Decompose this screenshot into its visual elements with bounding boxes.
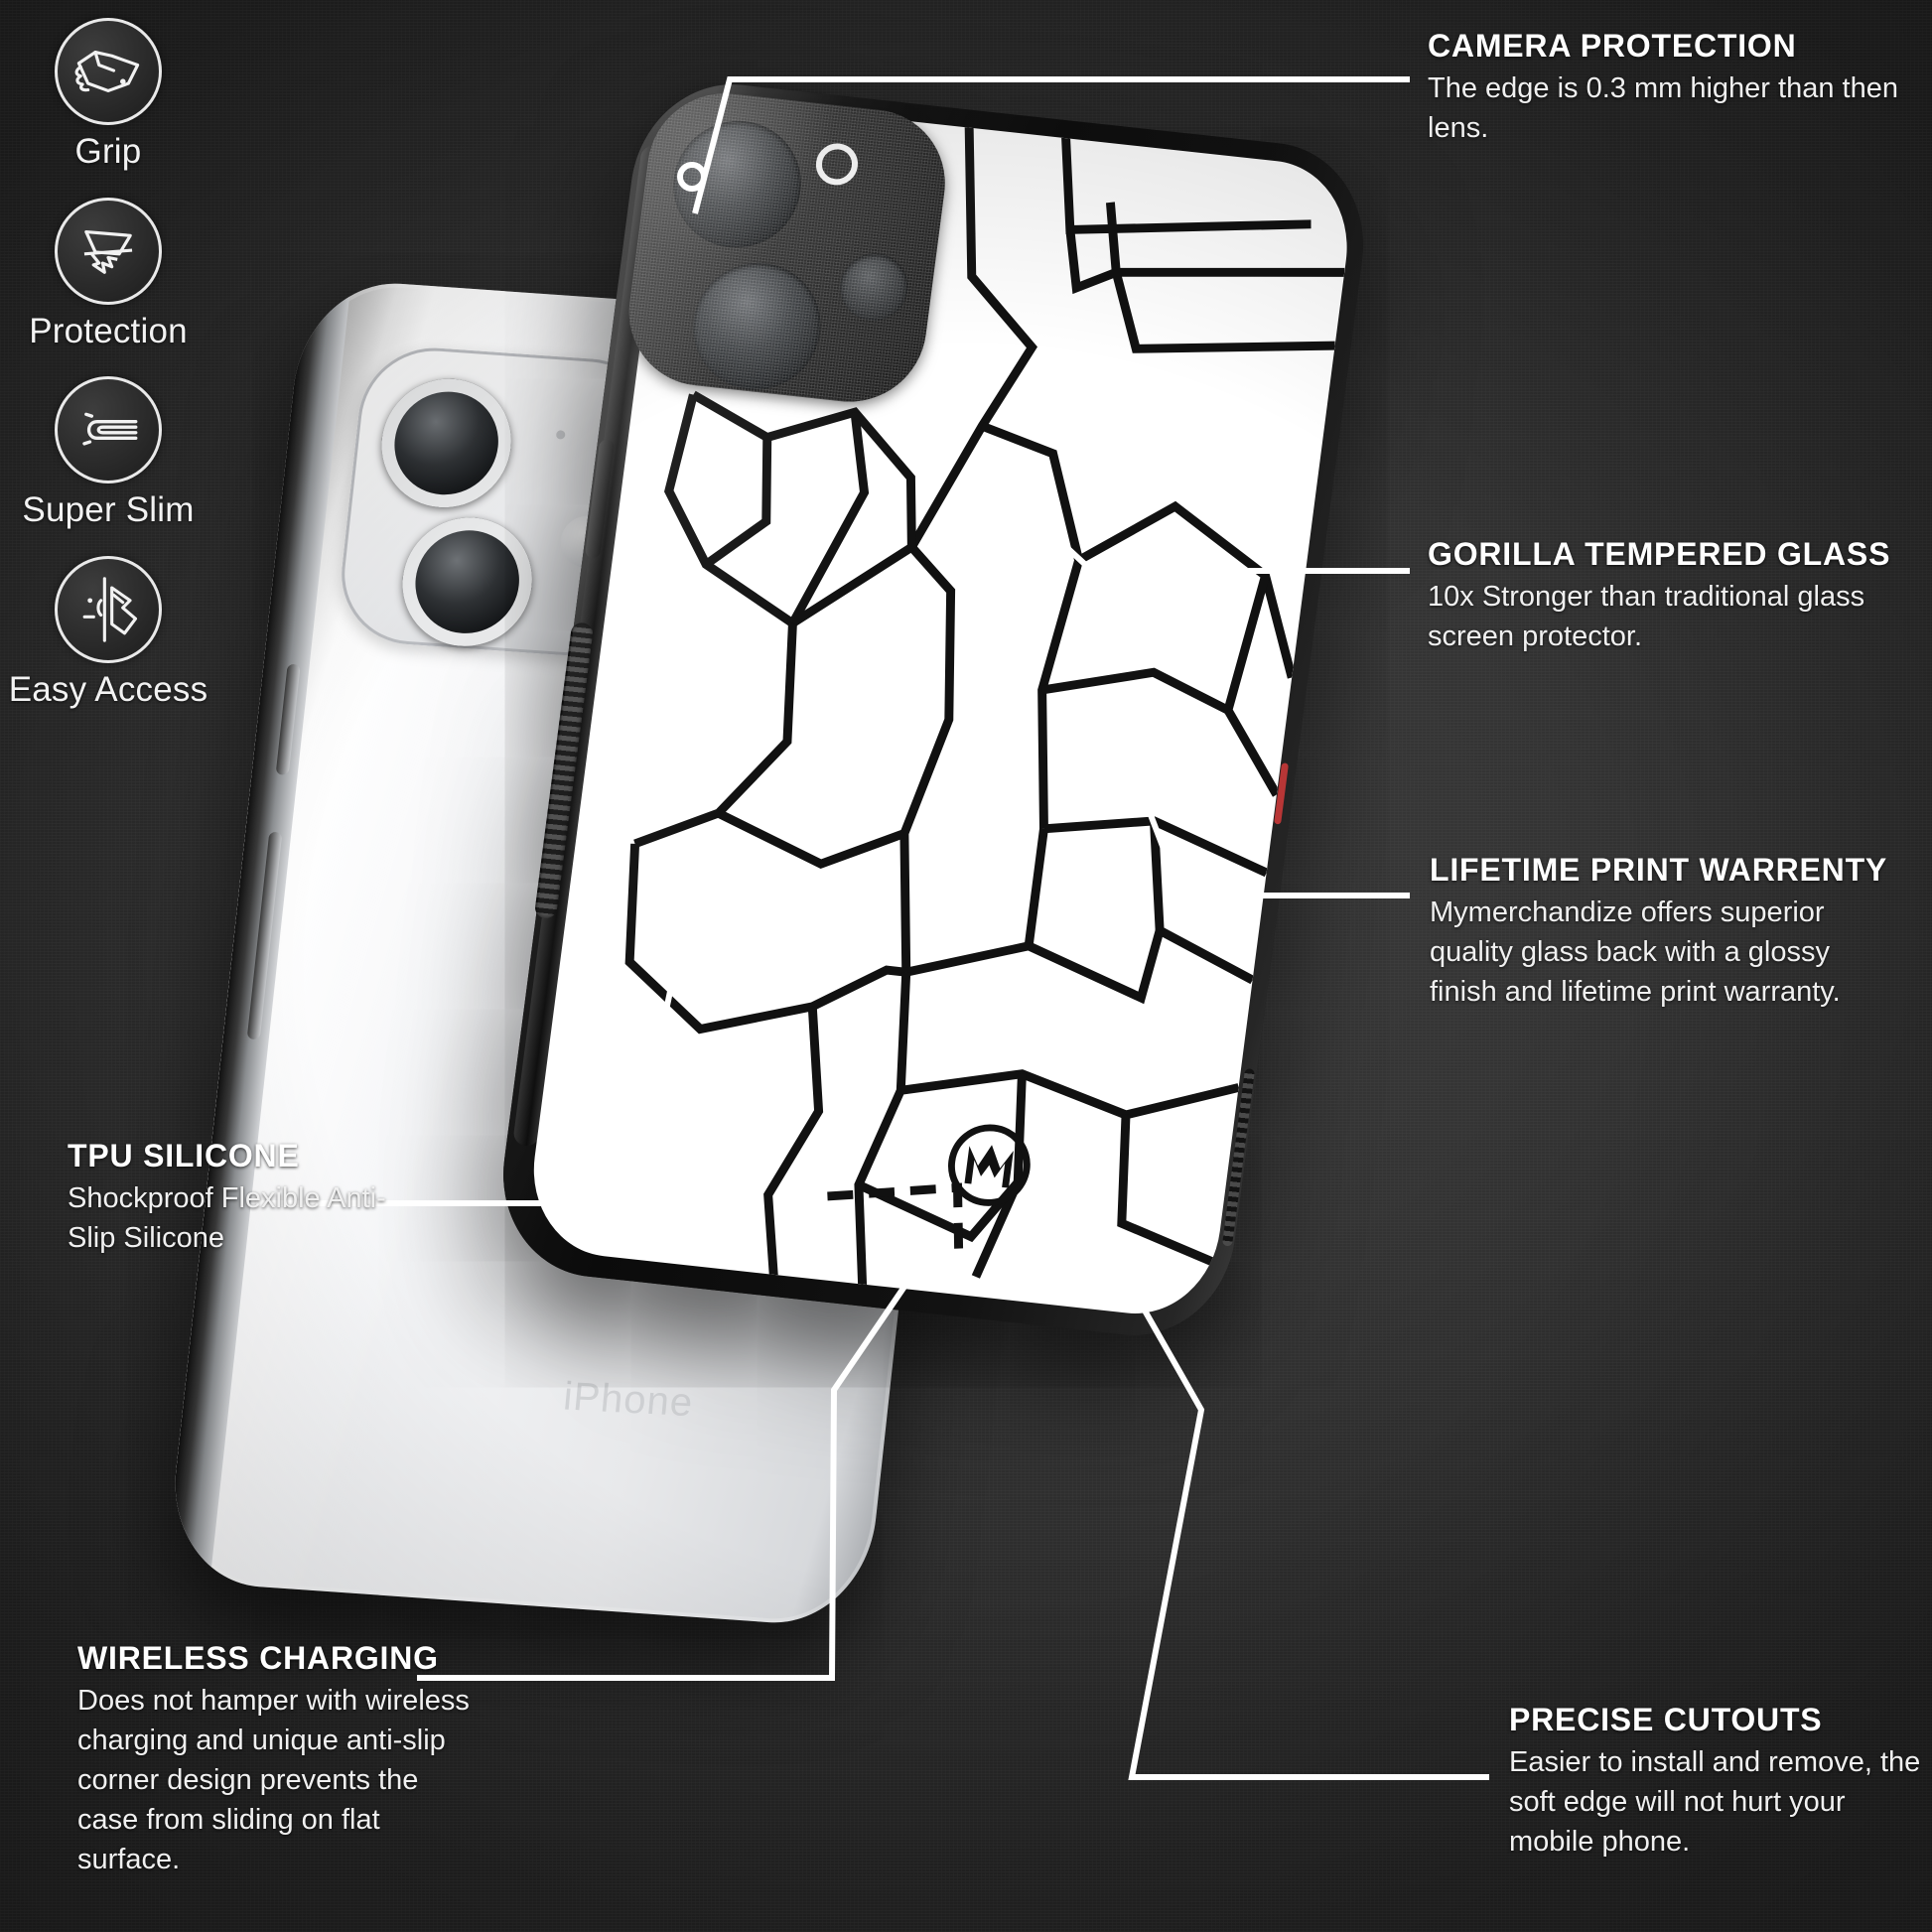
callout-body: Shockproof Flexible Anti-Slip Silicone xyxy=(68,1181,386,1254)
callout-body: Mymerchandize offers superior quality gl… xyxy=(1430,896,1841,1008)
callout-body: Easier to install and remove, the soft e… xyxy=(1509,1745,1921,1858)
callout-title: PRECISE CUTOUTS xyxy=(1509,1702,1823,1737)
callout-title: CAMERA PROTECTION xyxy=(1428,28,1797,64)
mymerchandize-m-logo-icon xyxy=(941,1118,1037,1212)
callout-title: TPU SILICONE xyxy=(68,1138,300,1173)
feature-label: Grip xyxy=(74,132,142,171)
callout-tpu-silicone: TPU SILICONE Shockproof Flexible Anti-Sl… xyxy=(68,1138,425,1258)
callout-title: WIRELESS CHARGING xyxy=(77,1640,439,1676)
callout-lifetime-print-warrenty: LIFETIME PRINT WARRENTY Mymerchandize of… xyxy=(1430,852,1896,1012)
callout-camera-protection: CAMERA PROTECTION The edge is 0.3 mm hig… xyxy=(1428,28,1914,148)
shield-impact-protection-icon xyxy=(55,197,162,305)
feature-label: Super Slim xyxy=(22,490,195,529)
finger-tap-access-icon xyxy=(55,555,162,663)
feature-item-protection[interactable]: Protection xyxy=(0,197,216,351)
feature-strip: Grip Protection S xyxy=(0,18,216,735)
callout-wireless-charging: WIRELESS CHARGING Does not hamper with w… xyxy=(77,1640,475,1879)
callout-body: The edge is 0.3 mm higher than then lens… xyxy=(1428,71,1898,144)
callout-body: Does not hamper with wireless charging a… xyxy=(77,1684,470,1875)
callout-gorilla-tempered-glass: GORILLA TEMPERED GLASS 10x Stronger than… xyxy=(1428,536,1924,656)
callout-title: LIFETIME PRINT WARRENTY xyxy=(1430,852,1888,888)
slim-profile-icon xyxy=(55,376,162,483)
feature-label: Protection xyxy=(29,311,188,350)
feature-item-grip[interactable]: Grip xyxy=(0,18,216,172)
feature-label: Easy Access xyxy=(8,669,208,709)
feature-item-easy-access[interactable]: Easy Access xyxy=(0,555,216,710)
callout-precise-cutouts: PRECISE CUTOUTS Easier to install and re… xyxy=(1509,1702,1926,1862)
callout-title: GORILLA TEMPERED GLASS xyxy=(1428,536,1891,572)
feature-item-super-slim[interactable]: Super Slim xyxy=(0,376,216,530)
handshake-grip-icon xyxy=(55,18,162,125)
callout-body: 10x Stronger than traditional glass scre… xyxy=(1428,580,1865,652)
